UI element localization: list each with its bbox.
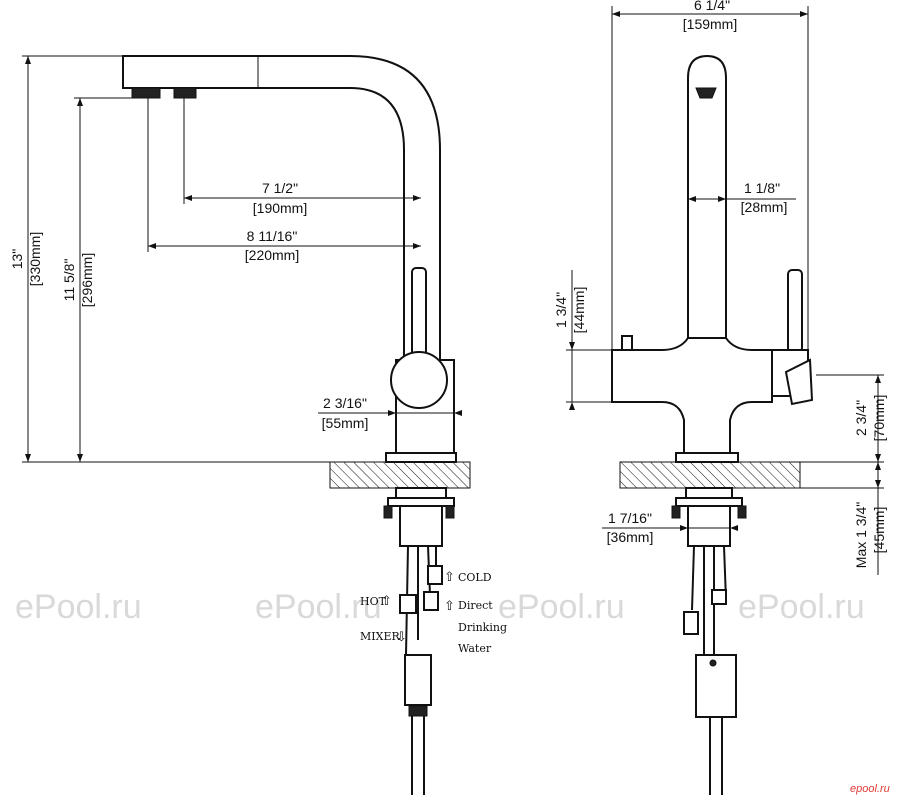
dim-spout-dia-mm: [28mm] <box>741 199 788 215</box>
dim-total-width: 6 1/4" <box>694 0 730 13</box>
dim-body-dia: 2 3/16" <box>323 395 367 411</box>
dim-lever-height-mm: [44mm] <box>571 287 587 334</box>
dim-total-height: 13" <box>9 249 25 270</box>
arrow-up-icon: ⇧ <box>444 598 455 613</box>
dim-spout-dia: 1 1/8" <box>744 180 780 196</box>
countertop-left <box>329 461 471 489</box>
aerator-1 <box>131 87 161 99</box>
front-view <box>611 54 814 795</box>
watermark-4: ePool.ru <box>738 588 865 626</box>
site-logo: epool.ru <box>850 783 890 795</box>
label-mixer: MIXER <box>360 630 400 643</box>
dim-reach-long: 8 11/16" <box>247 228 298 244</box>
dim-body-height: 2 3/4" <box>853 400 869 436</box>
dim-total-width-mm: [159mm] <box>683 16 737 32</box>
arrow-up-icon: ⇧ <box>381 593 392 608</box>
aerator-2 <box>173 87 197 99</box>
watermark-1: ePool.ru <box>15 588 142 626</box>
label-cold: COLD <box>458 571 492 584</box>
watermark-2: ePool.ru <box>255 588 382 626</box>
dim-total-height-mm: [330mm] <box>27 232 43 286</box>
dim-mount-dia-mm: [36mm] <box>607 529 654 545</box>
dim-body-dia-mm: [55mm] <box>322 415 369 431</box>
body-front <box>611 337 773 454</box>
arrow-down-icon: ⇩ <box>396 629 407 644</box>
dim-spout-height-mm: [296mm] <box>79 253 95 307</box>
dim-body-height-mm: [70mm] <box>871 395 887 442</box>
side-view <box>122 55 471 795</box>
label-direct: Direct <box>458 599 493 612</box>
hose-labels: ⇧ COLD HOT ⇧ ⇧ Direct Drinking Water MIX… <box>360 569 507 655</box>
handle-knob <box>390 351 448 409</box>
dim-spout-height: 11 5/8" <box>61 259 77 302</box>
dim-lever-height: 1 3/4" <box>553 292 569 328</box>
countertop-right <box>619 461 801 489</box>
dim-deck-thickness-mm: [45mm] <box>871 507 887 554</box>
front-dimensions: 6 1/4" [159mm] 1 1/8" [28mm] 1 3/4" [44m… <box>553 0 887 575</box>
label-hot: HOT <box>360 595 387 608</box>
arrow-up-icon: ⇧ <box>444 569 455 584</box>
dim-reach-short-mm: [190mm] <box>253 200 307 216</box>
lever-front <box>787 269 803 353</box>
label-drinking: Drinking <box>458 621 507 634</box>
dim-mount-dia: 1 7/16" <box>608 510 652 526</box>
label-water: Water <box>458 642 492 655</box>
watermark-layer: ePool.ru ePool.ru ePool.ru ePool.ru <box>15 588 865 626</box>
dim-reach-short: 7 1/2" <box>262 180 298 196</box>
dim-deck-thickness: Max 1 3/4" <box>853 502 869 568</box>
side-dimensions: 13" [330mm] 11 5/8" [296mm] 7 1/2" [190m… <box>9 55 462 463</box>
dim-reach-long-mm: [220mm] <box>245 247 299 263</box>
spout-front <box>687 54 727 346</box>
watermark-3: ePool.ru <box>498 588 625 626</box>
lever-side <box>411 267 427 359</box>
